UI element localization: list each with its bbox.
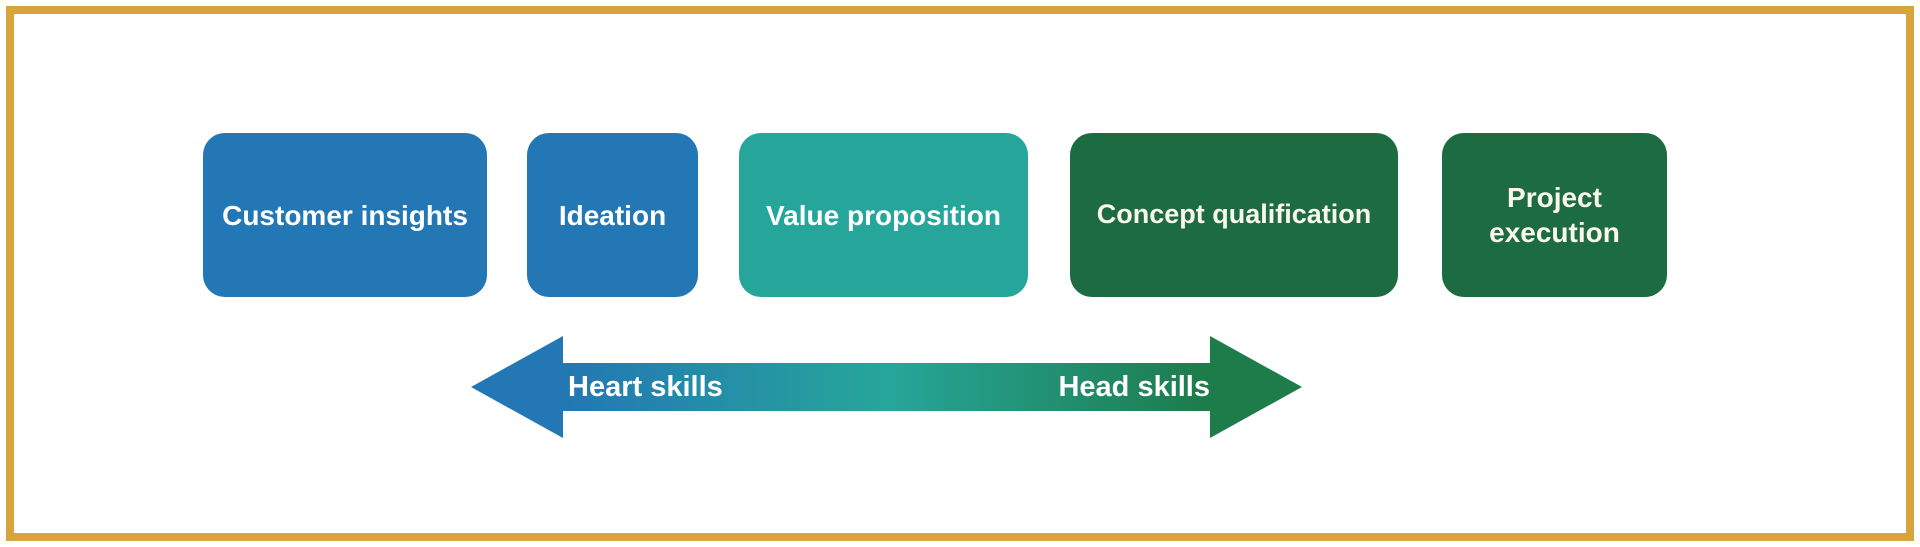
step-label: Value proposition bbox=[766, 199, 1001, 231]
double-arrow-icon bbox=[471, 336, 1302, 438]
skills-arrow: Heart skills Head skills bbox=[471, 336, 1302, 438]
step-label: Customer insights bbox=[222, 199, 468, 231]
step-label: Concept qualification bbox=[1096, 199, 1372, 230]
step-box-value-proposition: Value proposition bbox=[739, 133, 1028, 297]
step-box-customer-insights: Customer insights bbox=[203, 133, 487, 297]
step-box-concept-qualification: Concept qualification bbox=[1070, 133, 1398, 297]
heart-skills-label: Heart skills bbox=[568, 370, 723, 403]
step-label: Ideation bbox=[558, 199, 667, 231]
step-box-project-execution: Project execution bbox=[1442, 133, 1667, 297]
double-arrow-shape bbox=[471, 336, 1302, 438]
step-box-ideation: Ideation bbox=[527, 133, 698, 297]
head-skills-label: Head skills bbox=[1058, 370, 1210, 403]
step-label: Project execution bbox=[1489, 182, 1620, 248]
